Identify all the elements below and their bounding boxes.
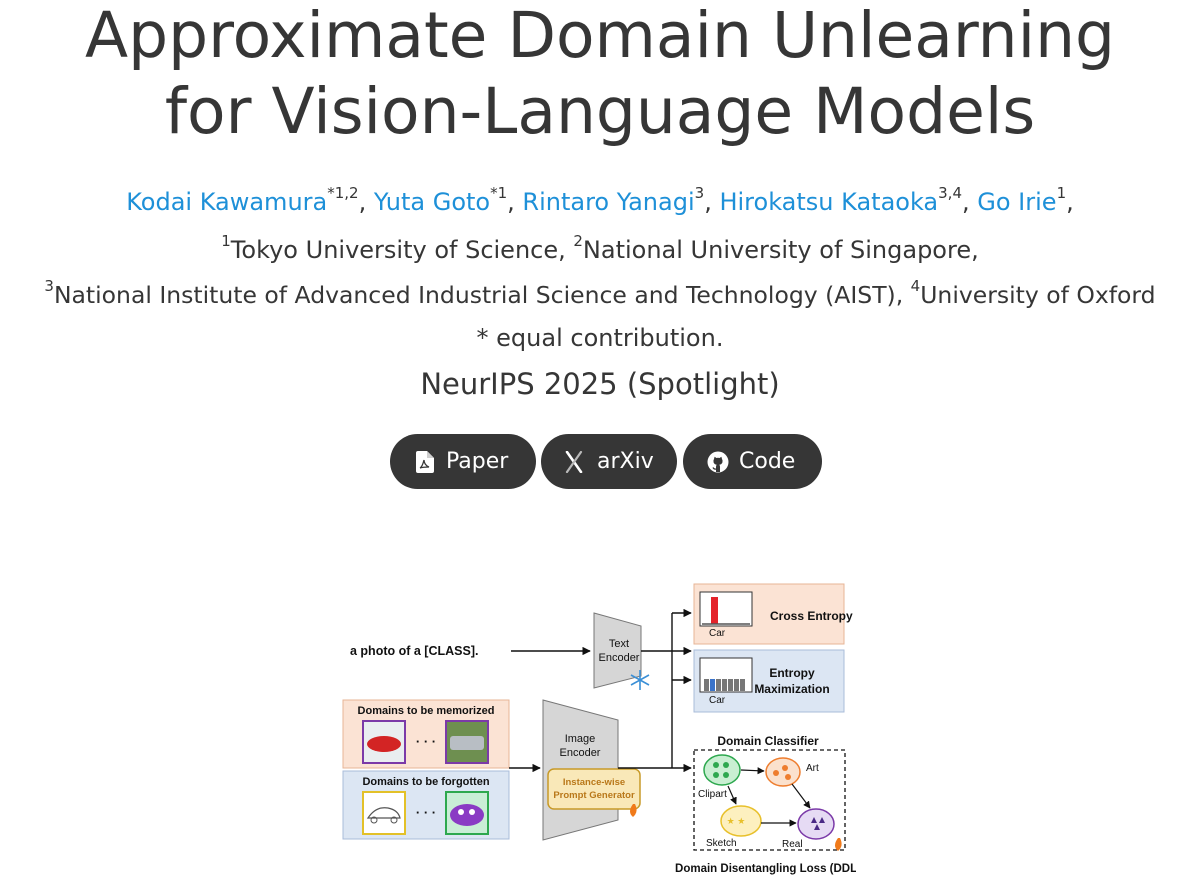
author-link-kataoka[interactable]: Hirokatsu Kataoka bbox=[719, 188, 939, 216]
cross-entropy-chart bbox=[699, 591, 753, 627]
sketch-car-image bbox=[362, 791, 406, 835]
author-sep: , bbox=[507, 188, 523, 216]
paper-button[interactable]: Paper bbox=[390, 434, 536, 489]
car-label: Car bbox=[709, 695, 726, 706]
text-encoder bbox=[593, 612, 642, 689]
method-figure: a photo of a [CLASS]. Text Encoder Car C… bbox=[342, 583, 856, 875]
image-encoder-label-1: Image bbox=[565, 733, 596, 745]
author-list: Kodai Kawamura*1,2, Yuta Goto*1, Rintaro… bbox=[0, 186, 1200, 217]
affiliation-sup: 4 bbox=[910, 277, 921, 295]
ellipsis: · · · bbox=[416, 805, 436, 820]
title-line-2: for Vision-Language Models bbox=[164, 75, 1036, 148]
prompt-generator-label-1: Instance-wise bbox=[563, 777, 625, 788]
affiliations-line-2: 3National Institute of Advanced Industri… bbox=[0, 279, 1200, 310]
domain-classifier-box bbox=[693, 749, 846, 851]
car-label: Car bbox=[709, 628, 726, 639]
real-label: Real bbox=[782, 839, 803, 850]
fire-icon bbox=[630, 804, 637, 817]
prompt-text: a photo of a [CLASS]. bbox=[350, 644, 478, 658]
clipart-cluster bbox=[703, 754, 741, 786]
prompt-generator-label-2: Prompt Generator bbox=[553, 790, 635, 801]
title-line-1: Approximate Domain Unlearning bbox=[85, 0, 1115, 72]
ddl-label: Domain Disentangling Loss (DDL) bbox=[675, 863, 856, 875]
code-button[interactable]: Code bbox=[683, 434, 822, 489]
affiliation-nus: National University of Singapore, bbox=[582, 236, 979, 264]
arxiv-button[interactable]: arXiv bbox=[541, 434, 677, 489]
clipart-label: Clipart bbox=[698, 789, 727, 800]
affiliations-line-1: 1Tokyo University of Science, 2National … bbox=[0, 234, 1200, 265]
entropy-max-bars bbox=[704, 679, 745, 691]
arxiv-button-label: arXiv bbox=[597, 449, 654, 474]
affiliation-tokyo: Tokyo University of Science, bbox=[230, 236, 574, 264]
disentangling-arrows bbox=[727, 767, 811, 827]
affiliation-sup: 3 bbox=[44, 277, 54, 295]
text-encoder-label-2: Encoder bbox=[599, 652, 640, 664]
equal-contribution-note: * equal contribution. bbox=[476, 324, 724, 352]
link-buttons: Paper arXiv Code bbox=[390, 434, 822, 490]
sketch-cluster bbox=[720, 805, 762, 837]
cross-entropy-label: Cross Entropy bbox=[770, 609, 853, 623]
ellipsis: · · · bbox=[416, 734, 436, 749]
text-encoder-label-1: Text bbox=[609, 638, 629, 650]
affiliation-sup: 1 bbox=[221, 232, 231, 250]
art-cluster bbox=[765, 757, 801, 787]
author-sup: 1 bbox=[1056, 184, 1067, 202]
venue: NeurIPS 2025 (Spotlight) bbox=[420, 367, 780, 401]
author-sep: , bbox=[1066, 188, 1074, 216]
author-sep: , bbox=[962, 188, 978, 216]
author-link-irie[interactable]: Go Irie bbox=[977, 188, 1057, 216]
real-cluster bbox=[797, 808, 835, 840]
author-sep: , bbox=[358, 188, 374, 216]
author-link-goto[interactable]: Yuta Goto bbox=[373, 188, 491, 216]
art-label: Art bbox=[806, 763, 819, 774]
author-sup: *1 bbox=[490, 184, 508, 202]
github-icon bbox=[707, 451, 729, 473]
affiliation-oxford: University of Oxford bbox=[920, 281, 1156, 309]
paper-button-label: Paper bbox=[446, 449, 509, 474]
svg-text:★ ★: ★ ★ bbox=[727, 816, 746, 826]
sketch-label: Sketch bbox=[706, 838, 737, 849]
snowflake-icon bbox=[630, 670, 650, 690]
entropy-max-label-2: Maximization bbox=[754, 682, 829, 696]
author-sup: *1,2 bbox=[327, 184, 359, 202]
forgotten-label: Domains to be forgotten bbox=[362, 776, 489, 788]
image-encoder-label-2: Encoder bbox=[560, 747, 601, 759]
prompt-generator-box bbox=[547, 768, 641, 810]
affiliation-sup: 2 bbox=[573, 232, 583, 250]
cross-entropy-bar bbox=[711, 597, 718, 624]
author-link-kawamura[interactable]: Kodai Kawamura bbox=[126, 188, 328, 216]
author-sup: 3,4 bbox=[938, 184, 962, 202]
author-link-yanagi[interactable]: Rintaro Yanagi bbox=[522, 188, 695, 216]
memorized-label: Domains to be memorized bbox=[358, 705, 495, 717]
domain-classifier-label: Domain Classifier bbox=[717, 734, 819, 748]
code-button-label: Code bbox=[739, 449, 796, 474]
pdf-icon bbox=[416, 451, 434, 473]
author-sep: , bbox=[704, 188, 720, 216]
author-sup: 3 bbox=[694, 184, 705, 202]
entropy-max-label-1: Entropy bbox=[769, 666, 815, 680]
fire-icon bbox=[835, 838, 842, 851]
affiliation-aist: National Institute of Advanced Industria… bbox=[53, 281, 911, 309]
arxiv-icon bbox=[565, 451, 583, 473]
